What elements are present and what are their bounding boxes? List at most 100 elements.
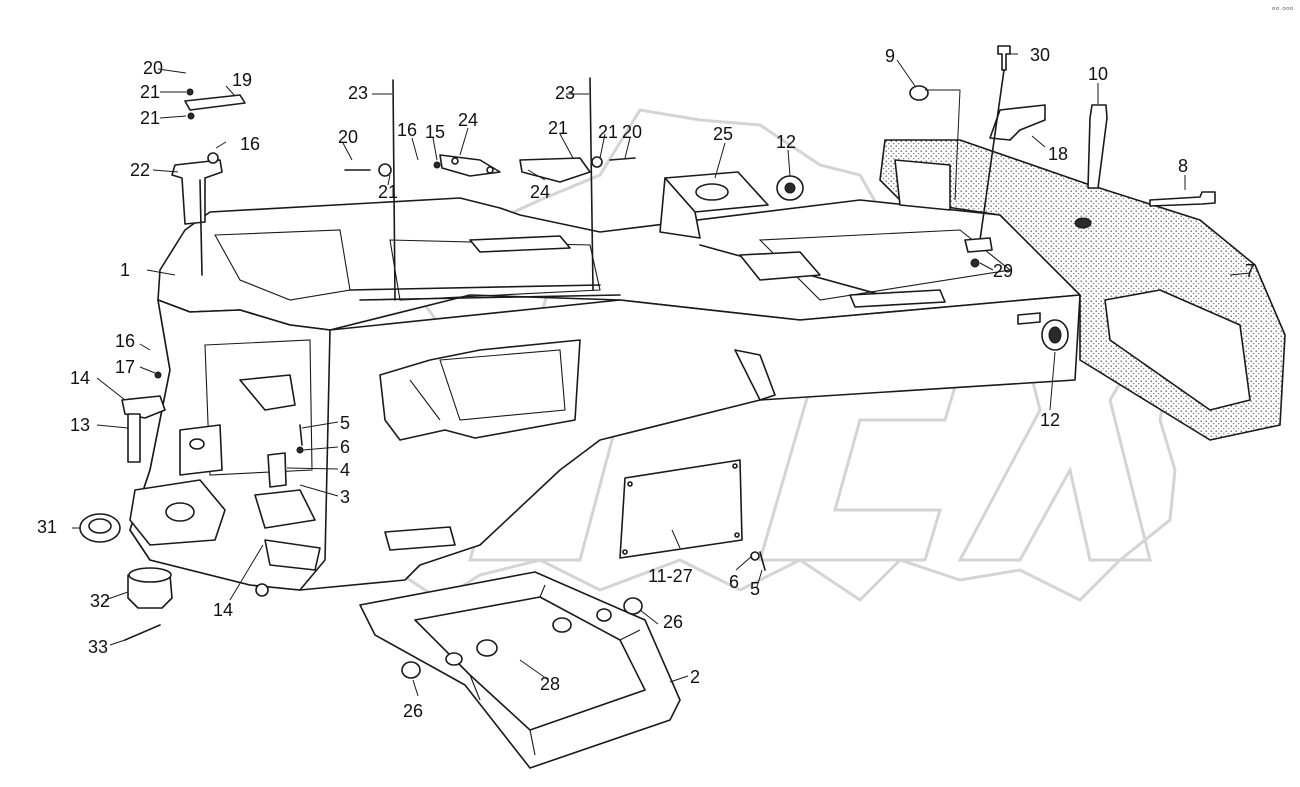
upper-pivot-plate: [179, 424, 223, 476]
link-hole: [486, 166, 494, 174]
callout-3: 3: [340, 487, 350, 507]
counterweight-7: [879, 139, 1286, 441]
washer-21b: [187, 112, 195, 120]
bushing-26-right: [623, 597, 643, 615]
counterweight-top-pocket: [894, 159, 951, 211]
nut-29: [970, 258, 980, 268]
side-wall-bracket: [734, 349, 776, 401]
plate-29: [964, 237, 993, 253]
callout-16: 16: [397, 120, 417, 140]
bushing-12-side-bore: [1048, 326, 1062, 344]
counterweight-front-pocket: [1104, 289, 1251, 411]
rod-30-down: [979, 69, 1005, 241]
bottom-lug: [264, 539, 321, 571]
callout-17: 17: [115, 357, 135, 377]
callout-4: 4: [340, 460, 350, 480]
callout-20: 20: [622, 122, 642, 142]
side-wall-step: [384, 526, 456, 551]
link-24-right: [519, 157, 591, 183]
bushing-26-left: [401, 661, 421, 679]
callout-18: 18: [1048, 144, 1068, 164]
washer-21-right: [591, 156, 603, 168]
callout-28: 28: [540, 674, 560, 694]
pin-4: [267, 452, 287, 488]
pin-5-plate: [759, 551, 766, 571]
mount-25-bore: [695, 183, 729, 201]
deck-pad-right: [849, 289, 946, 308]
leader-lines: [72, 53, 1251, 697]
nut-9: [909, 85, 929, 101]
inspection-cover-plate: [619, 459, 743, 559]
deck-opening-right: [758, 229, 1012, 301]
bracket-14-top: [121, 395, 166, 419]
cover-bolt-hole: [734, 532, 740, 538]
callout-24: 24: [458, 110, 478, 130]
callout-32: 32: [90, 591, 110, 611]
callout-21: 21: [598, 122, 618, 142]
callout-14: 14: [213, 600, 233, 620]
callout-19: 19: [232, 70, 252, 90]
callout-13: 13: [70, 415, 90, 435]
callout-23: 23: [555, 83, 575, 103]
pin-5: [299, 424, 303, 446]
frame-2-rail: [469, 584, 641, 756]
clip-19: [184, 94, 246, 111]
cutaway-inner: [409, 349, 566, 421]
washer-21: [186, 88, 194, 96]
nut-15: [433, 161, 441, 169]
callout-12: 12: [776, 132, 796, 152]
bottom-frame-2: [359, 571, 681, 769]
bracket-18: [989, 104, 1046, 141]
bolt-33: [124, 624, 161, 641]
upper-pivot-hole: [189, 438, 205, 450]
callout-14: 14: [70, 368, 90, 388]
callout-9: 9: [885, 46, 895, 66]
callout-labels: 1 2 3 4 5 5 6 6 7 8 9 10 11-27 12 12 13 …: [37, 6, 1294, 721]
callout-10: 10: [1088, 64, 1108, 84]
pin-22: [171, 159, 223, 225]
callout-5: 5: [340, 413, 350, 433]
bushing-12-top-bore: [784, 182, 796, 194]
callout-1: 1: [120, 260, 130, 280]
callout-15: 15: [425, 122, 445, 142]
callout-25: 25: [713, 124, 733, 144]
corner-mark: ᵒᵒ ᵒᵒᵒ: [1272, 6, 1294, 16]
cover-bolt-hole: [732, 463, 738, 469]
bottom-roller: [255, 583, 269, 597]
washer-6-plate: [750, 551, 760, 561]
front-inner-bracket: [239, 374, 296, 411]
callout-6: 6: [729, 572, 739, 592]
loose-parts-left: [79, 371, 766, 641]
counterweight-bolt-hole: [1074, 217, 1092, 229]
rod-23-left: [392, 79, 396, 301]
mount-25-leg: [659, 177, 701, 239]
hub-32-top: [128, 567, 172, 583]
callout-26: 26: [403, 701, 423, 721]
hinge-plate-3: [254, 489, 316, 529]
callout-22: 22: [130, 160, 150, 180]
deck-crossbar: [469, 235, 571, 253]
pin-22-stem: [199, 179, 203, 276]
callout-8: 8: [1178, 156, 1188, 176]
callout-21: 21: [140, 82, 160, 102]
rod-23-right: [589, 77, 594, 291]
frame-2-bore-right: [596, 608, 612, 622]
callout-21: 21: [378, 182, 398, 202]
cover-bolt-hole: [622, 549, 628, 555]
washer-28: [476, 639, 498, 657]
bolt-16-top: [207, 152, 219, 164]
callout-31: 31: [37, 517, 57, 537]
callout-24: 24: [530, 182, 550, 202]
callout-21: 21: [548, 118, 568, 138]
bolt-8: [1149, 191, 1216, 207]
pivot-hole: [165, 502, 195, 522]
side-wall-slot: [1017, 312, 1041, 325]
main-frame: [129, 197, 1081, 597]
cover-bolt-hole: [627, 481, 633, 487]
deck-opening-left: [214, 229, 351, 301]
callout-7: 7: [1245, 261, 1255, 281]
callout-16: 16: [115, 331, 135, 351]
washer-21-left: [378, 163, 392, 177]
link-hole: [451, 157, 459, 165]
callout-33: 33: [88, 637, 108, 657]
